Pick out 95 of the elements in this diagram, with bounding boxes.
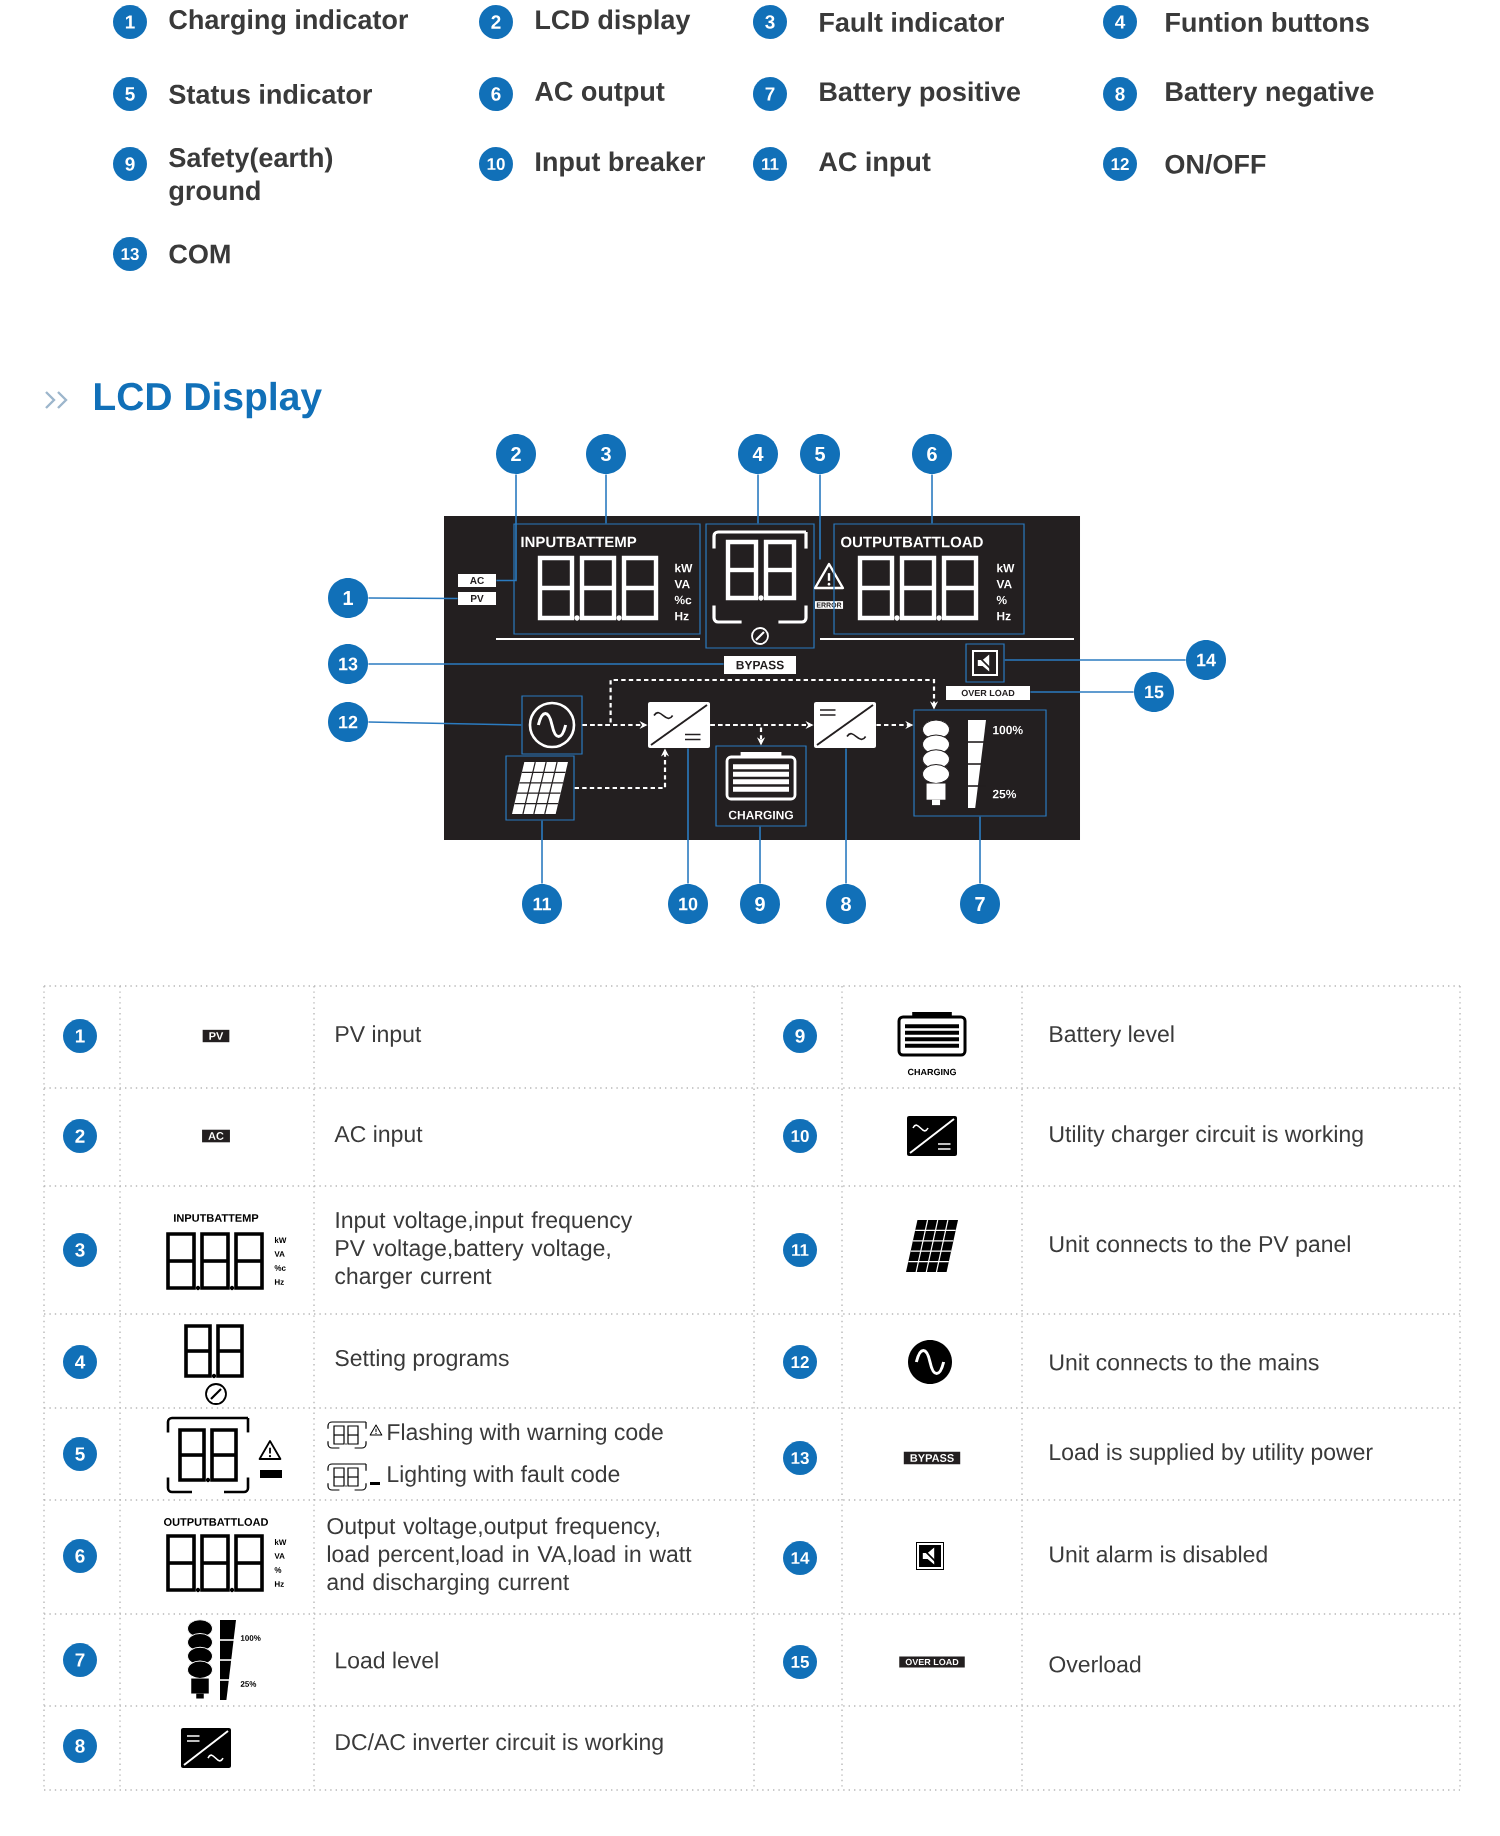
callout-number: 7 xyxy=(960,884,1000,924)
number-badge: 2 xyxy=(63,1119,97,1153)
callout-number: 3 xyxy=(586,434,626,474)
part-name: Charging indicator xyxy=(169,9,408,35)
number-badge: 4 xyxy=(63,1345,97,1379)
charger-icon xyxy=(648,702,710,748)
number-badge: 11 xyxy=(783,1233,817,1267)
number-badge: 15 xyxy=(783,1645,817,1679)
number-badge: 8 xyxy=(63,1729,97,1763)
part-name: Battery positive xyxy=(820,81,1020,107)
callout-number: 4 xyxy=(738,434,778,474)
number-badge: 3 xyxy=(63,1233,97,1267)
description-text: Load is supplied by utility power xyxy=(1050,1443,1373,1465)
number-badge: 11 xyxy=(753,147,787,181)
number-badge: 2 xyxy=(479,5,513,39)
number-badge: 1 xyxy=(113,5,147,39)
part-name: ON/OFF xyxy=(1165,153,1266,175)
number-badge: 4 xyxy=(1103,5,1137,39)
description-text: Utility charger circuit is working xyxy=(1050,1125,1363,1147)
number-badge: 9 xyxy=(113,147,147,181)
description-text: Unit connects to the PV panel xyxy=(1050,1235,1350,1257)
callout-number: 11 xyxy=(522,884,562,924)
number-badge: 14 xyxy=(783,1541,817,1575)
flow-arrow xyxy=(582,678,939,727)
callout-number: 12 xyxy=(328,702,368,742)
leader-line xyxy=(759,825,761,885)
description-text: Input voltage,input frequency PV voltage,battery voltage, charger current xyxy=(335,1211,633,1289)
number-badge: 1 xyxy=(63,1019,97,1053)
number-badge: 5 xyxy=(63,1437,97,1471)
description-text: Unit connects to the mains xyxy=(1050,1353,1319,1371)
description-text: Lighting with fault code xyxy=(388,1465,620,1487)
leader-line xyxy=(1029,691,1135,693)
leader-line xyxy=(367,721,523,726)
number-badge: 6 xyxy=(479,77,513,111)
number-badge: 9 xyxy=(783,1019,817,1053)
leader-line xyxy=(845,747,847,885)
sine-icon xyxy=(521,695,583,755)
leader-line xyxy=(367,597,459,600)
part-name: COM xyxy=(169,244,230,264)
callout-number: 14 xyxy=(1186,640,1226,680)
description-text: Load level xyxy=(336,1651,438,1669)
description-text: Setting programs xyxy=(335,1349,509,1371)
setting-display xyxy=(705,523,815,649)
number-badge: 5 xyxy=(113,77,147,111)
part-name: Input breaker xyxy=(536,151,705,177)
inverter-icon xyxy=(814,702,876,748)
heading: LCD Display xyxy=(95,381,322,419)
description-text: PV input xyxy=(336,1025,422,1047)
description-text: Battery level xyxy=(1050,1025,1174,1047)
part-name: LCD display xyxy=(536,9,691,35)
leader-line xyxy=(757,473,759,525)
number-badge: 12 xyxy=(783,1345,817,1379)
description-text: DC/AC inverter circuit is working xyxy=(336,1733,663,1755)
leader-line xyxy=(979,815,981,885)
description-text: Unit alarm is disabled xyxy=(1050,1545,1267,1563)
callout-number: 8 xyxy=(826,884,866,924)
number-badge: 6 xyxy=(63,1539,97,1573)
part-name: AC input xyxy=(819,151,931,177)
callout-number: 10 xyxy=(668,884,708,924)
leader-line xyxy=(541,819,543,885)
number-badge: 12 xyxy=(1103,147,1137,181)
description-text: Flashing with warning code xyxy=(388,1423,663,1445)
description-text: Overload xyxy=(1049,1655,1141,1673)
callout-number: 15 xyxy=(1134,672,1174,712)
number-badge: 8 xyxy=(1103,77,1137,111)
solar-panel-icon xyxy=(505,755,575,821)
callout-number: 13 xyxy=(328,644,368,684)
description-text: AC input xyxy=(334,1125,423,1147)
callout-number: 5 xyxy=(800,434,840,474)
part-name: Safety(earth) ground xyxy=(169,147,333,206)
part-name: Status indicator xyxy=(169,84,372,104)
number-badge: 7 xyxy=(63,1643,97,1677)
part-name: AC output xyxy=(535,81,665,107)
number-badge: 13 xyxy=(113,237,147,271)
callout-number: 2 xyxy=(496,434,536,474)
leader-line xyxy=(819,473,821,561)
part-name: Funtion buttons xyxy=(1166,12,1369,32)
leader-line xyxy=(687,747,689,885)
leader-line xyxy=(1003,659,1187,661)
description-text: Output voltage,output frequency, load percent,load in VA,load in watt and discharging current xyxy=(327,1517,692,1595)
number-badge: 10 xyxy=(783,1119,817,1153)
number-badge: 7 xyxy=(753,77,787,111)
mute-icon xyxy=(965,643,1005,683)
leader-line xyxy=(495,473,517,582)
callout-number: 9 xyxy=(740,884,780,924)
leader-line xyxy=(931,473,933,525)
leader-line xyxy=(367,663,725,665)
callout-number: 6 xyxy=(912,434,952,474)
number-badge: 10 xyxy=(479,147,513,181)
number-badge: 13 xyxy=(783,1441,817,1475)
part-name: Fault indicator xyxy=(820,12,1004,32)
number-badge: 3 xyxy=(753,5,787,39)
leader-line xyxy=(605,473,607,525)
part-name: Battery negative xyxy=(1166,81,1374,107)
callout-number: 1 xyxy=(328,578,368,618)
